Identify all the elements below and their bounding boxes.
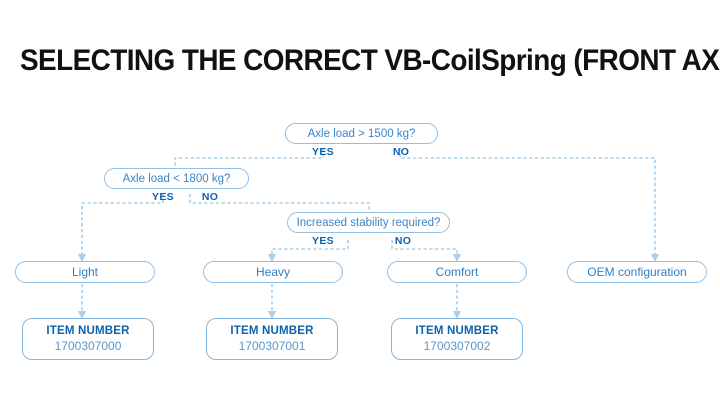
decision-label: Axle load < 1800 kg? [122,172,231,185]
result-node-heavy[interactable]: Heavy [203,261,343,283]
item-number-box-heavy[interactable]: ITEM NUMBER 1700307001 [206,318,338,360]
branch-label-d2-yes: YES [152,191,174,203]
result-node-comfort[interactable]: Comfort [387,261,527,283]
branch-label-d2-no: NO [201,191,219,203]
decision-label: Axle load > 1500 kg? [307,127,416,140]
result-label: OEM configuration [587,265,687,279]
wire-d1-yes [174,148,324,168]
page-title: SELECTING THE CORRECT VB-CoilSpring (FRO… [20,44,720,77]
decision-label: Increased stability required? [296,216,441,229]
branch-label-d1-yes: YES [312,146,334,158]
item-number-value: 1700307002 [423,339,491,353]
result-node-light[interactable]: Light [15,261,155,283]
wire-d1-no [399,148,660,263]
result-label: Comfort [435,265,479,279]
branch-label-d3-no: NO [394,235,412,247]
wire-d2-yes [77,194,164,263]
result-label: Light [71,265,99,279]
branch-label-d3-yes: YES [312,235,334,247]
decision-node-axle-load-1500[interactable]: Axle load > 1500 kg? [285,123,438,144]
result-label: Heavy [255,265,290,279]
branch-label-d1-no: NO [392,146,410,158]
item-number-title: ITEM NUMBER [415,325,499,337]
item-number-title: ITEM NUMBER [46,325,130,337]
item-number-value: 1700307000 [54,339,122,353]
item-number-box-comfort[interactable]: ITEM NUMBER 1700307002 [391,318,523,360]
item-number-title: ITEM NUMBER [230,325,314,337]
result-node-oem-configuration[interactable]: OEM configuration [567,261,707,283]
decision-node-axle-load-1800[interactable]: Axle load < 1800 kg? [104,168,249,189]
decision-node-increased-stability[interactable]: Increased stability required? [287,212,450,233]
item-number-box-light[interactable]: ITEM NUMBER 1700307000 [22,318,154,360]
item-number-value: 1700307001 [238,339,306,353]
